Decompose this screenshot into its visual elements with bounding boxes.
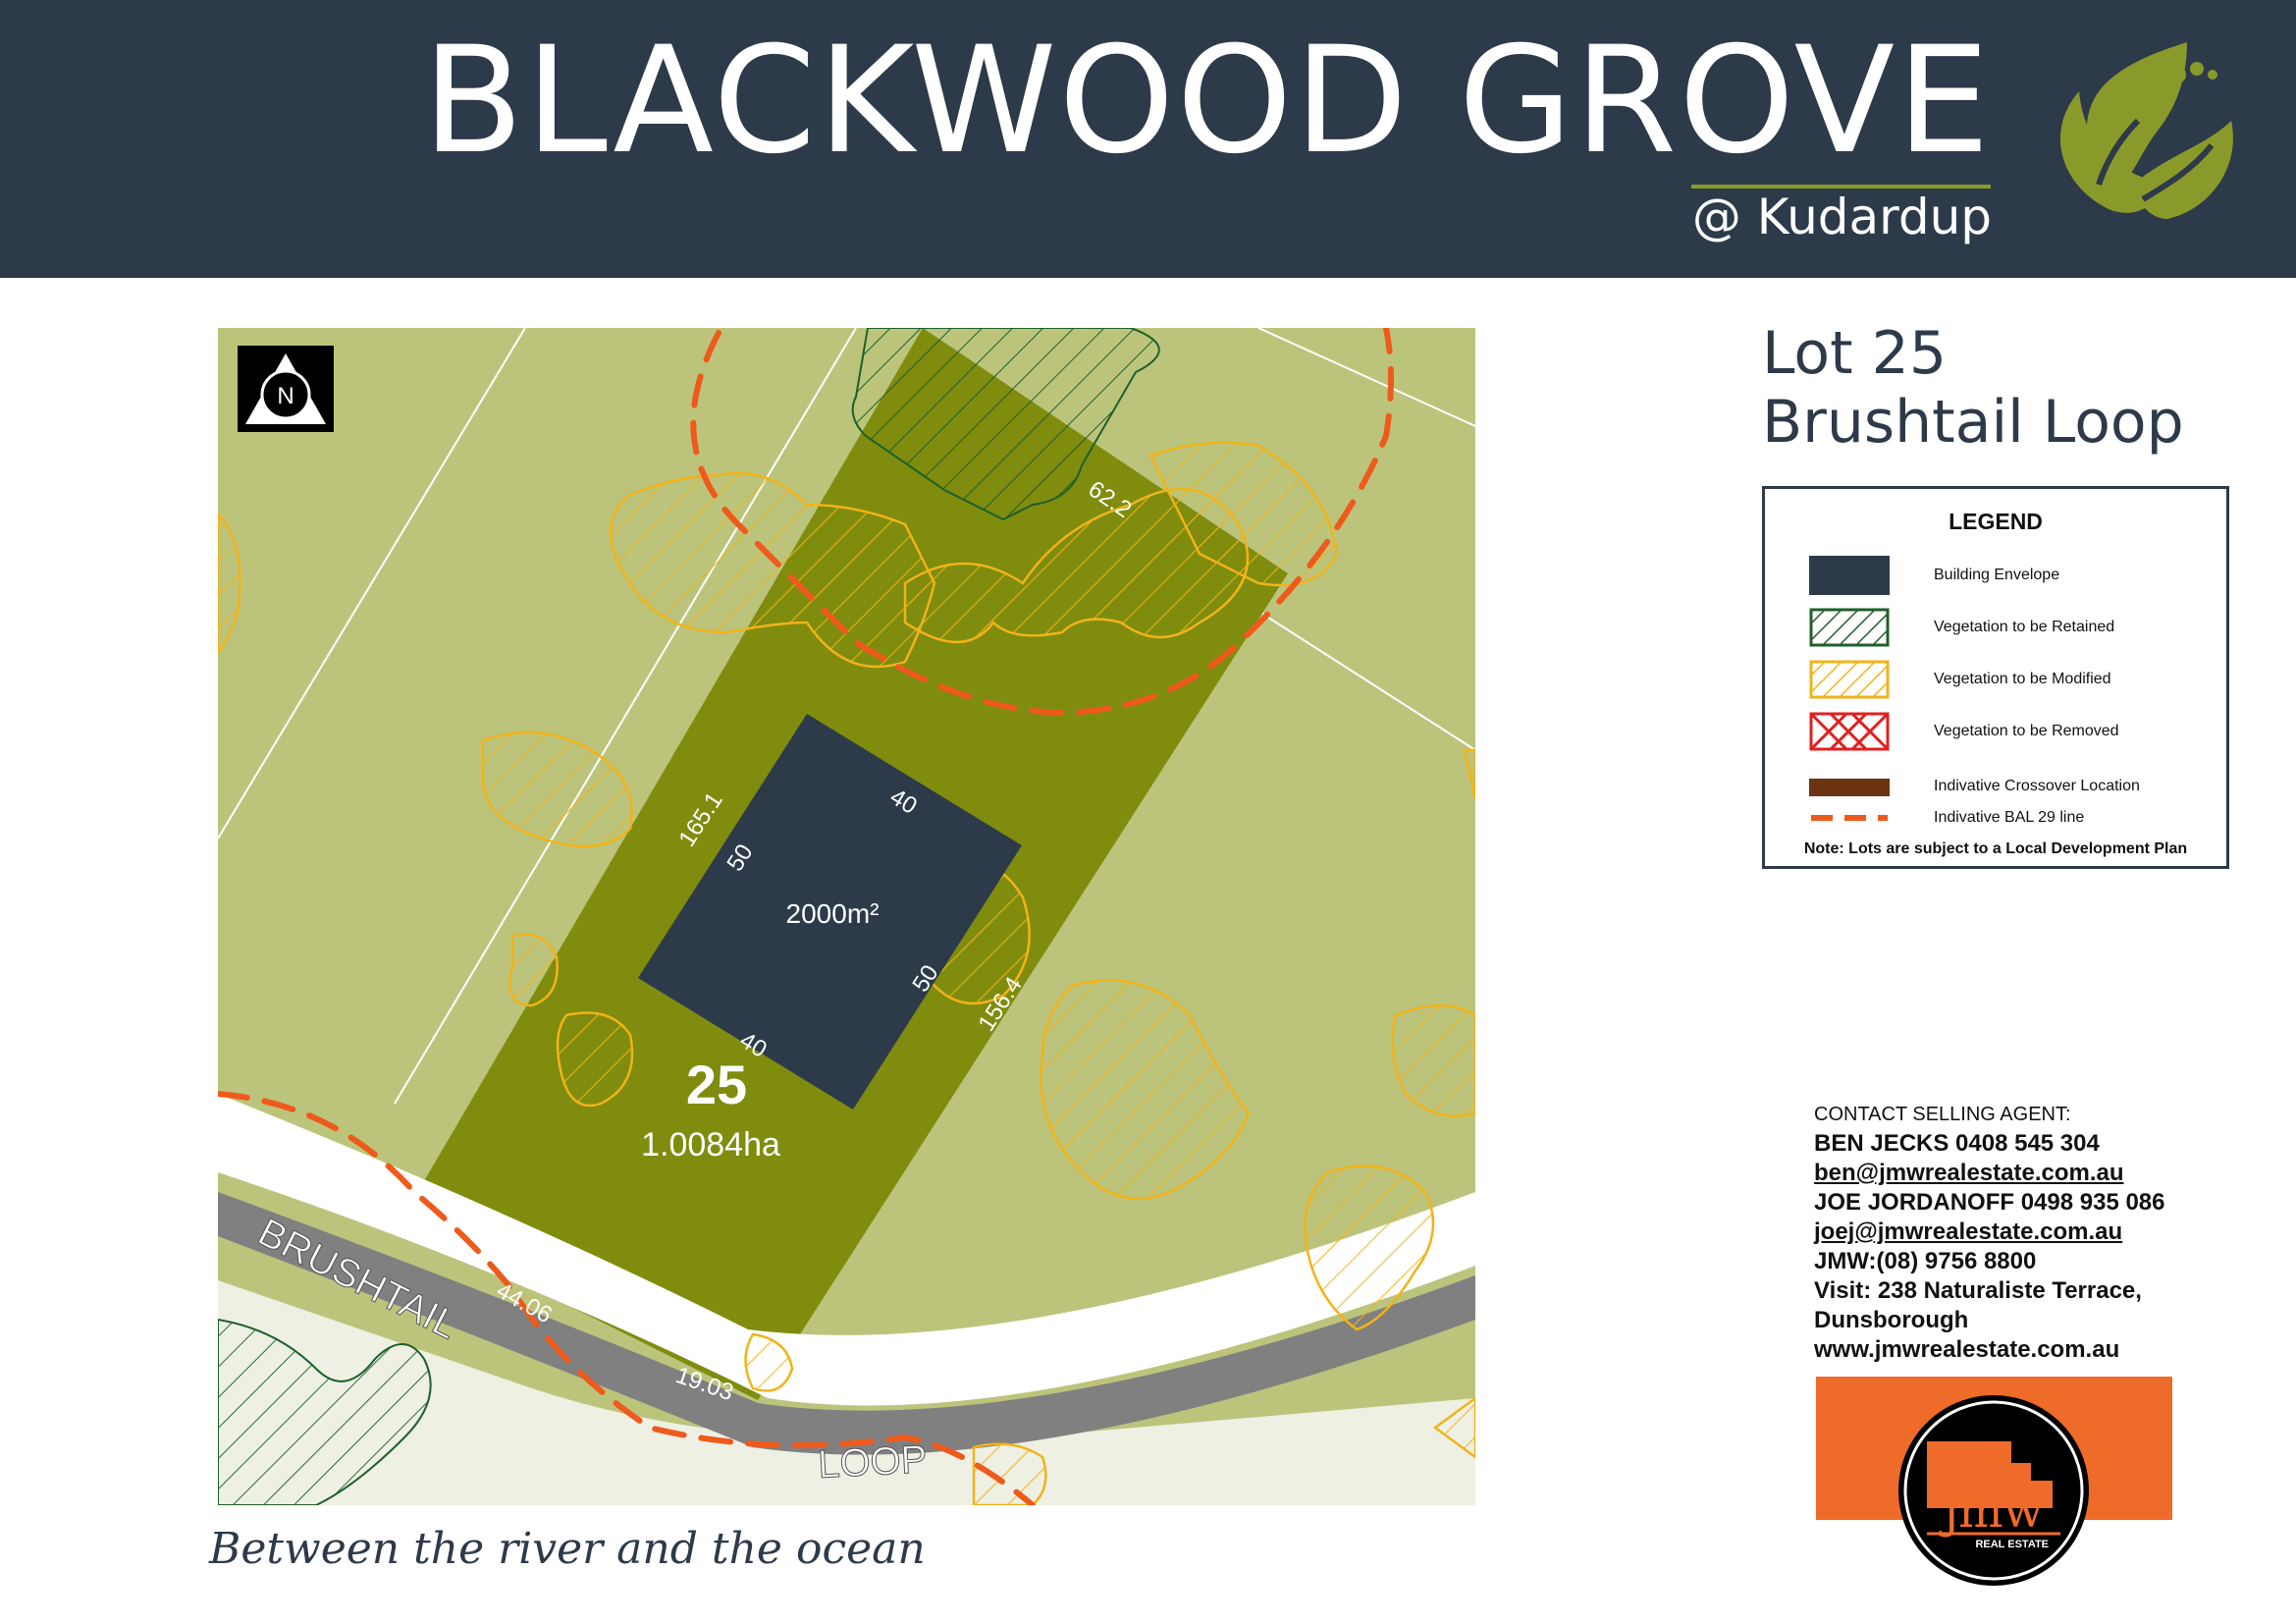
vegetation-modified-3 — [1148, 441, 1339, 587]
legend-label: Vegetation to be Retained — [1934, 619, 2115, 635]
estate-title: BLACKWOOD GROVE — [422, 16, 1992, 187]
vegetation-modified-13 — [744, 1332, 794, 1392]
vegetation-retained-top — [851, 328, 1160, 521]
jmw-logo-text: jmw — [1939, 1484, 2043, 1539]
legend-row-vegetation-removed: Vegetation to be Removed — [1765, 712, 2226, 751]
vegetation-retained-lower — [218, 1318, 432, 1505]
vegetation-removed-swatch — [1809, 712, 1890, 751]
legend-box: LEGEND Building Envelope Vegetation to b… — [1762, 486, 2229, 869]
bal-29-line-lower — [218, 1091, 1036, 1505]
road-label-loop: LOOP — [817, 1437, 928, 1487]
vegetation-modified-14 — [972, 1442, 1047, 1505]
office-phone: JMW:(08) 9756 8800 — [1814, 1248, 2037, 1274]
bal-29-line-upper — [690, 328, 1394, 717]
reserve-area — [218, 1280, 1475, 1505]
header-banner: BLACKWOOD GROVE @ Kudardup — [0, 0, 2296, 278]
office-address-1: Visit: 238 Naturaliste Terrace, — [1814, 1277, 2142, 1304]
legend-row-bal-line: Indivative BAL 29 line — [1765, 798, 2226, 838]
vegetation-modified-8 — [1040, 979, 1251, 1200]
brushtail-loop-road — [218, 1192, 1475, 1455]
legend-title: LEGEND — [1949, 509, 2043, 534]
lot-title-line1: Lot 25 — [1762, 319, 1948, 388]
vegetation-modified-15 — [1432, 1396, 1475, 1459]
bal-line-swatch — [1811, 815, 1888, 821]
legend-note: Note: Lots are subject to a Local Develo… — [1803, 840, 2188, 857]
agent-2-email-link[interactable]: joej@jmwrealestate.com.au — [1814, 1218, 2123, 1245]
lot-title-line2: Brushtail Loop — [1762, 388, 2184, 457]
title-divider — [1691, 185, 1991, 189]
office-address-2: Dunsborough — [1814, 1307, 1969, 1333]
vegetation-modified-11 — [218, 513, 241, 654]
crossover-swatch — [1809, 779, 1890, 796]
building-envelope — [638, 714, 1022, 1110]
vegetation-modified-9 — [1391, 1003, 1475, 1117]
legend-row-crossover: Indivative Crossover Location — [1765, 767, 2226, 806]
vegetation-retained-swatch — [1809, 608, 1890, 647]
legend-label: Indivative Crossover Location — [1934, 778, 2140, 794]
leaf-logo-icon — [2059, 42, 2233, 219]
tagline: Between the river and the ocean — [209, 1524, 926, 1574]
envelope-area: 2000m² — [786, 898, 880, 929]
legend-label: Building Envelope — [1934, 567, 2060, 583]
agent-1: BEN JECKS 0408 545 304 — [1814, 1130, 2100, 1157]
legend-label: Indivative BAL 29 line — [1934, 809, 2085, 826]
wa-map-icon — [1927, 1441, 2053, 1508]
lot-plan-map: N 62.2 165.1 156.4 44.06 19.03 40 50 50 … — [218, 328, 1475, 1505]
vegetation-modified-12 — [1463, 748, 1475, 800]
lot-title: Lot 25 Brushtail Loop — [1762, 319, 2184, 457]
contact-heading: CONTACT SELLING AGENT: — [1814, 1104, 2071, 1125]
vegetation-modified-swatch — [1809, 660, 1890, 699]
vegetation-modified-6 — [508, 933, 559, 1007]
vegetation-modified-7 — [556, 1011, 634, 1108]
legend-row-vegetation-retained: Vegetation to be Retained — [1765, 608, 2226, 647]
lot-number: 25 — [686, 1054, 747, 1115]
legend-label: Vegetation to be Removed — [1934, 723, 2119, 739]
contact-block: CONTACT SELLING AGENT: BEN JECKS 0408 54… — [1814, 1100, 2165, 1365]
agent-1-email-link[interactable]: ben@jmwrealestate.com.au — [1814, 1160, 2124, 1186]
jmw-logo-subtext: REAL ESTATE — [1975, 1539, 2049, 1550]
legend-row-building-envelope: Building Envelope — [1765, 556, 2226, 595]
building-envelope-swatch — [1809, 556, 1890, 595]
vegetation-modified-10 — [1304, 1164, 1435, 1331]
vegetation-modified-1 — [609, 471, 936, 669]
website-link[interactable]: www.jmwrealestate.com.au — [1814, 1336, 2120, 1363]
vegetation-modified-4 — [481, 731, 633, 848]
road-verge — [218, 1094, 1475, 1406]
estate-location: @ Kudardup — [1691, 189, 1992, 245]
north-arrow-icon — [238, 346, 334, 432]
lot-area: 1.0084ha — [641, 1126, 780, 1164]
north-label: N — [277, 383, 294, 409]
legend-label: Vegetation to be Modified — [1934, 671, 2111, 687]
jmw-logo: jmw REAL ESTATE — [1898, 1395, 2089, 1586]
agent-2: JOE JORDANOFF 0498 935 086 — [1814, 1189, 2165, 1216]
legend-row-vegetation-modified: Vegetation to be Modified — [1765, 660, 2226, 699]
vegetation-modified-2 — [903, 487, 1250, 644]
